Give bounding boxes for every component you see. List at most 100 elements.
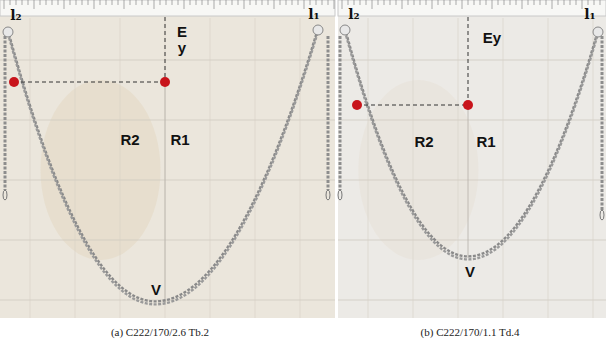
chain bbox=[345, 32, 598, 260]
red-dot bbox=[160, 77, 170, 87]
ruler-tick bbox=[334, 0, 335, 9]
ruler-tick bbox=[504, 0, 505, 5]
board bbox=[0, 0, 335, 318]
ruler-tick bbox=[582, 0, 583, 9]
ruler-tick bbox=[46, 0, 47, 5]
ruler-tick bbox=[396, 0, 397, 5]
ruler-tick bbox=[310, 0, 311, 5]
ruler-tick bbox=[58, 0, 59, 5]
ruler-tick bbox=[238, 0, 239, 5]
ruler-tick bbox=[516, 0, 517, 5]
ruler-tick bbox=[262, 0, 263, 5]
grid-line bbox=[255, 18, 256, 318]
red-dot bbox=[463, 100, 473, 110]
caption: (b) C222/170/1.1 Td.4 bbox=[421, 327, 520, 339]
grid-line bbox=[338, 240, 606, 241]
panel-photo bbox=[0, 0, 335, 318]
ruler-tick bbox=[190, 0, 191, 5]
ruler-tick bbox=[576, 0, 577, 5]
region-label: R2 bbox=[120, 132, 139, 148]
ruler-tick bbox=[402, 0, 403, 9]
ruler-tick bbox=[492, 0, 493, 9]
grid-line bbox=[593, 18, 594, 318]
ruler-tick bbox=[558, 0, 559, 5]
ruler-tick bbox=[510, 0, 511, 5]
region-label: R1 bbox=[476, 134, 495, 150]
ruler-tick bbox=[208, 0, 209, 5]
stain bbox=[358, 80, 478, 260]
ruler-tick bbox=[34, 0, 35, 9]
ruler-tick bbox=[360, 0, 361, 5]
ruler-tick bbox=[22, 0, 23, 5]
height-label: Ey bbox=[483, 30, 501, 46]
ruler-tick bbox=[202, 0, 203, 5]
grid-line bbox=[210, 18, 211, 318]
ruler-tick bbox=[232, 0, 233, 5]
pin-label: l₁ bbox=[584, 7, 595, 22]
caption: (a) C222/170/2.6 Tb.2 bbox=[111, 327, 209, 339]
hook bbox=[3, 190, 7, 200]
grid-line bbox=[30, 18, 31, 318]
grid-line bbox=[0, 120, 335, 121]
ruler-tick bbox=[76, 0, 77, 5]
ruler-tick bbox=[292, 0, 293, 5]
ruler-tick bbox=[600, 0, 601, 5]
dashed-line bbox=[165, 17, 166, 82]
grid-line bbox=[0, 60, 335, 61]
ruler-tick bbox=[220, 0, 221, 5]
grid-line bbox=[338, 60, 606, 61]
ruler-tick bbox=[250, 0, 251, 5]
ruler-tick bbox=[420, 0, 421, 5]
ruler-tick bbox=[354, 0, 355, 5]
pin-label: l₂ bbox=[10, 8, 21, 23]
ruler-tick bbox=[268, 0, 269, 5]
dashed-line bbox=[357, 105, 468, 106]
region-label: R2 bbox=[414, 134, 433, 150]
ruler-tick bbox=[70, 0, 71, 5]
ruler-tick bbox=[148, 0, 149, 5]
ruler-tick bbox=[468, 0, 469, 5]
grid-line bbox=[548, 18, 549, 318]
height-label: E y bbox=[176, 24, 188, 56]
pin bbox=[3, 27, 13, 37]
ruler-tick bbox=[124, 0, 125, 9]
ruler-tick bbox=[106, 0, 107, 5]
ruler-tick bbox=[432, 0, 433, 9]
ruler-tick bbox=[366, 0, 367, 5]
red-dot bbox=[9, 77, 19, 87]
ruler-tick bbox=[274, 0, 275, 9]
ruler-tick bbox=[28, 0, 29, 5]
ruler-tick bbox=[298, 0, 299, 5]
grid-line bbox=[0, 240, 335, 241]
ruler-tick bbox=[474, 0, 475, 5]
ruler-tick bbox=[166, 0, 167, 5]
ruler-tick bbox=[112, 0, 113, 5]
chain bbox=[345, 29, 598, 257]
hanging-chain bbox=[601, 36, 604, 210]
vertex-label: V bbox=[151, 282, 161, 298]
grid-line bbox=[165, 18, 166, 318]
panel-photo bbox=[338, 0, 606, 318]
ruler-tick bbox=[390, 0, 391, 5]
ruler-tick bbox=[304, 0, 305, 9]
ruler-tick bbox=[540, 0, 541, 5]
ruler-tick bbox=[588, 0, 589, 5]
ruler-tick bbox=[172, 0, 173, 5]
ruler-tick bbox=[414, 0, 415, 5]
grid-line bbox=[120, 18, 121, 318]
grid-line bbox=[338, 300, 606, 301]
ruler-tick bbox=[528, 0, 529, 5]
pin-label: l₁ bbox=[308, 7, 319, 22]
ruler-tick bbox=[214, 0, 215, 9]
red-dot bbox=[352, 100, 362, 110]
ruler-tick bbox=[64, 0, 65, 9]
ruler-tick bbox=[52, 0, 53, 5]
ruler-tick bbox=[498, 0, 499, 5]
grid-line bbox=[503, 18, 504, 318]
chain bbox=[8, 32, 318, 305]
ruler-tick bbox=[342, 0, 343, 9]
ruler-tick bbox=[546, 0, 547, 5]
pin bbox=[340, 25, 350, 35]
